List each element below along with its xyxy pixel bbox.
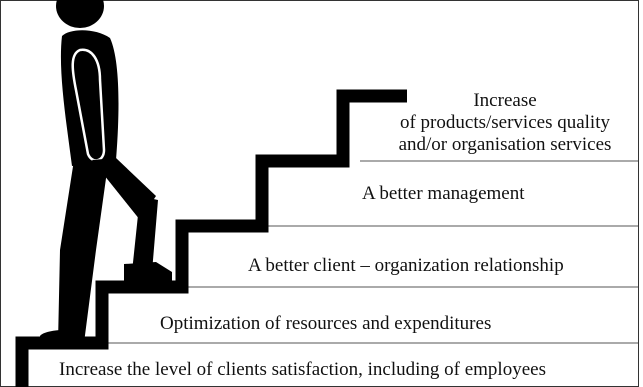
step-1-label: Increase the level of clients satisfacti… — [59, 359, 546, 380]
person-back-leg — [58, 160, 108, 343]
step-4-label: A better management — [362, 183, 525, 204]
step-5-line-2: of products/services quality — [399, 112, 610, 133]
person-head — [56, 0, 104, 28]
step-dividers — [100, 160, 638, 344]
person-front-foot — [124, 262, 172, 282]
step-5-line-3: and/or organisation services — [398, 134, 612, 155]
person-back-foot — [40, 329, 84, 345]
step-3-label: A better client – organization relations… — [248, 255, 564, 276]
walking-person-icon — [40, 0, 172, 345]
step-2-label: Optimization of resources and expenditur… — [160, 313, 492, 334]
step-5-label: Increase of products/services quality an… — [380, 90, 630, 156]
step-5-line-1: Increase — [473, 90, 537, 111]
person-front-shin — [132, 196, 158, 272]
